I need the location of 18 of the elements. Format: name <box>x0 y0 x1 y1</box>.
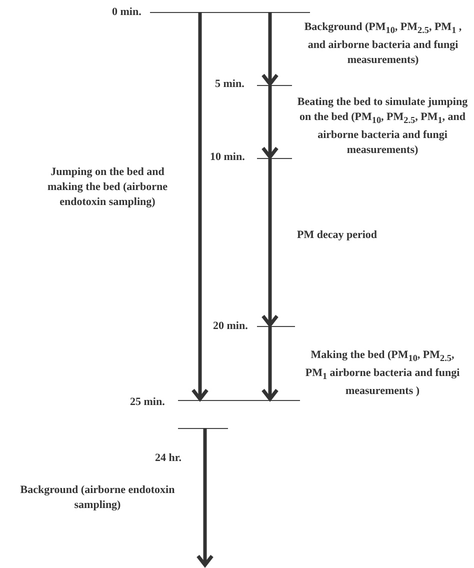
edge-label: Jumping on the bed and making the bed (airborne endotoxin sampling) <box>46 165 169 210</box>
edge-label: PM decay period <box>296 228 378 243</box>
edge-label: Background (airborne endotoxin sampling) <box>19 483 176 513</box>
edge-label: Beating the bed to simulate jumping on the bed (PM$_{10}$, PM$_{2.5}$, PM$_{1}$, and airborne bacteria and fungi measurements) <box>296 95 469 158</box>
arrow <box>196 428 214 567</box>
time-label: 10 min. <box>210 151 245 163</box>
arrow <box>261 158 279 327</box>
time-label: 0 min. <box>112 6 142 18</box>
edge-label: Making the bed (PM$_{10}$, PM$_{2.5}$, PM$_{1}$ airborne bacteria and fungi measurements ) <box>304 348 461 400</box>
arrow <box>261 12 279 86</box>
arrow <box>191 12 209 401</box>
arrow <box>261 326 279 401</box>
time-label: 20 min. <box>213 320 248 332</box>
time-label: 5 min. <box>215 78 244 90</box>
arrow <box>261 85 279 159</box>
time-label: 25 min. <box>130 396 165 408</box>
time-label: 24 hr. <box>155 452 182 464</box>
edge-label: Background (PM$_{10}$, PM$_{2.5}$, PM$_{1}$ , and airborne bacteria and fungi measurements) <box>303 20 463 68</box>
